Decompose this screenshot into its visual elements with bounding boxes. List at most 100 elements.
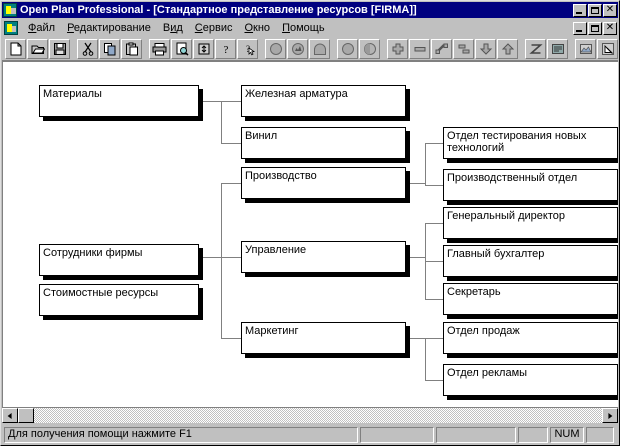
node-generalnyj-direktor[interactable]: Генеральный директор <box>443 207 618 239</box>
home-shape-button[interactable] <box>309 38 330 59</box>
menu-item-window[interactable]: Окно <box>244 22 271 34</box>
circle-filled-icon <box>341 42 354 55</box>
node-label: Винил <box>245 130 278 142</box>
ellipse-shape-button[interactable] <box>265 38 286 59</box>
picture-button[interactable] <box>575 38 596 59</box>
cut-button[interactable] <box>77 38 98 59</box>
node-proizvodstvo[interactable]: Производство <box>241 167 406 199</box>
node-upravlenie[interactable]: Управление <box>241 241 406 273</box>
zigzag-button[interactable] <box>525 38 546 59</box>
add-button[interactable] <box>387 38 408 59</box>
help-button[interactable]: ? <box>215 38 236 59</box>
connector-segment <box>221 338 241 339</box>
horizontal-scrollbar[interactable] <box>2 407 618 423</box>
node-zheleznaya-armatura[interactable]: Железная арматура <box>241 85 406 117</box>
close-icon: ✕ <box>605 3 615 15</box>
resource-profile-icon <box>291 42 304 55</box>
node-glavnyj-buhgalter[interactable]: Главный бухгалтер <box>443 245 618 277</box>
paste-clipboard-icon <box>125 42 138 55</box>
connector-segment <box>221 257 241 258</box>
help-pointer-icon: ? <box>246 44 255 55</box>
remove-minus-icon <box>414 46 425 51</box>
connector-segment <box>425 338 426 380</box>
scroll-left-button[interactable] <box>2 408 18 423</box>
status-panel-4 <box>586 427 614 443</box>
report-button[interactable] <box>547 38 568 59</box>
maximize-button[interactable] <box>588 3 602 17</box>
resource-profile-button[interactable] <box>287 38 308 59</box>
status-badge-num: NUM <box>550 427 584 443</box>
context-help-button[interactable]: ? <box>237 38 258 59</box>
node-proizvodstvennyj-otdel[interactable]: Производственный отдел <box>443 169 618 201</box>
connector-segment <box>410 183 425 184</box>
app-window-icon[interactable] <box>3 3 17 17</box>
svg-text:?: ? <box>246 44 250 54</box>
node-stoimostnye-resursy[interactable]: Стоимостные ресурсы <box>39 284 199 316</box>
mdi-restore-button[interactable] <box>588 21 602 35</box>
node-sekretar[interactable]: Секретарь <box>443 283 618 315</box>
print-preview-button[interactable] <box>171 38 192 59</box>
node-label: Главный бухгалтер <box>447 248 545 260</box>
menu-item-file[interactable]: Файл <box>28 22 56 34</box>
open-file-button[interactable] <box>27 38 48 59</box>
status-message: Для получения помощи нажмите F1 <box>4 427 358 443</box>
save-button[interactable] <box>49 38 70 59</box>
connector-segment <box>221 143 241 144</box>
node-vinil[interactable]: Винил <box>241 127 406 159</box>
document-window-icon[interactable] <box>4 21 18 35</box>
move-down-button[interactable] <box>475 38 496 59</box>
link-button[interactable] <box>431 38 452 59</box>
node-otdel-testirovaniya-novyh-tehnologij[interactable]: Отдел тестирования новых технологий <box>443 127 618 159</box>
scroll-right-button[interactable] <box>602 408 618 423</box>
connector-segment <box>410 338 425 339</box>
circle-filled-button[interactable] <box>337 38 358 59</box>
node-otdel-prodazh[interactable]: Отдел продаж <box>443 322 618 354</box>
node-marketing[interactable]: Маркетинг <box>241 322 406 354</box>
connector-segment <box>203 257 221 258</box>
remove-button[interactable] <box>409 38 430 59</box>
node-materialy[interactable]: Материалы <box>39 85 199 117</box>
copy-button[interactable] <box>99 38 120 59</box>
new-document-button[interactable] <box>5 38 26 59</box>
node-sotrudniki-firmy[interactable]: Сотрудники фирмы <box>39 244 199 276</box>
mdi-close-icon: ✕ <box>605 21 615 33</box>
node-label: Отдел продаж <box>447 325 520 337</box>
step-chart-button[interactable] <box>453 38 474 59</box>
menu-item-view[interactable]: Вид <box>162 22 183 34</box>
scrollbar-track[interactable] <box>18 408 602 423</box>
menu-item-tools[interactable]: Сервис <box>194 22 233 34</box>
print-preview-icon <box>176 42 188 56</box>
menu-item-edit[interactable]: Редактирование <box>67 22 151 34</box>
report-icon <box>551 43 564 54</box>
link-icon <box>435 43 448 54</box>
paste-button[interactable] <box>121 38 142 59</box>
node-label: Отдел тестирования новых технологий <box>447 130 587 154</box>
toolbar: ? ? <box>2 37 618 61</box>
close-button[interactable]: ✕ <box>603 3 617 17</box>
node-label: Железная арматура <box>245 88 348 100</box>
home-shape-icon <box>313 43 326 55</box>
print-button[interactable] <box>149 38 170 59</box>
title-bar[interactable]: Open Plan Professional - [Стандартное пр… <box>2 2 618 18</box>
connector-segment <box>425 261 443 262</box>
sort-button[interactable] <box>193 38 214 59</box>
node-label: Производство <box>245 170 317 182</box>
circle-outline-button[interactable] <box>359 38 380 59</box>
resource-breakdown-diagram[interactable]: Материалы Железная арматура Винил Отдел … <box>3 62 618 407</box>
zoom-window-button[interactable] <box>597 38 618 59</box>
mdi-close-button[interactable]: ✕ <box>603 21 617 35</box>
minimize-button[interactable] <box>573 3 587 17</box>
node-otdel-reklamy[interactable]: Отдел рекламы <box>443 364 618 396</box>
sort-icon <box>198 43 209 54</box>
node-label: Материалы <box>43 88 102 100</box>
mdi-minimize-button[interactable] <box>573 21 587 35</box>
node-label: Производственный отдел <box>447 172 578 184</box>
print-icon <box>152 42 167 55</box>
move-up-button[interactable] <box>497 38 518 59</box>
node-label: Отдел рекламы <box>447 367 528 379</box>
scrollbar-thumb[interactable] <box>18 408 34 423</box>
connector-segment <box>203 101 221 102</box>
connector-segment <box>425 299 443 300</box>
node-label: Генеральный директор <box>447 210 565 222</box>
menu-item-help[interactable]: Помощь <box>282 22 325 34</box>
